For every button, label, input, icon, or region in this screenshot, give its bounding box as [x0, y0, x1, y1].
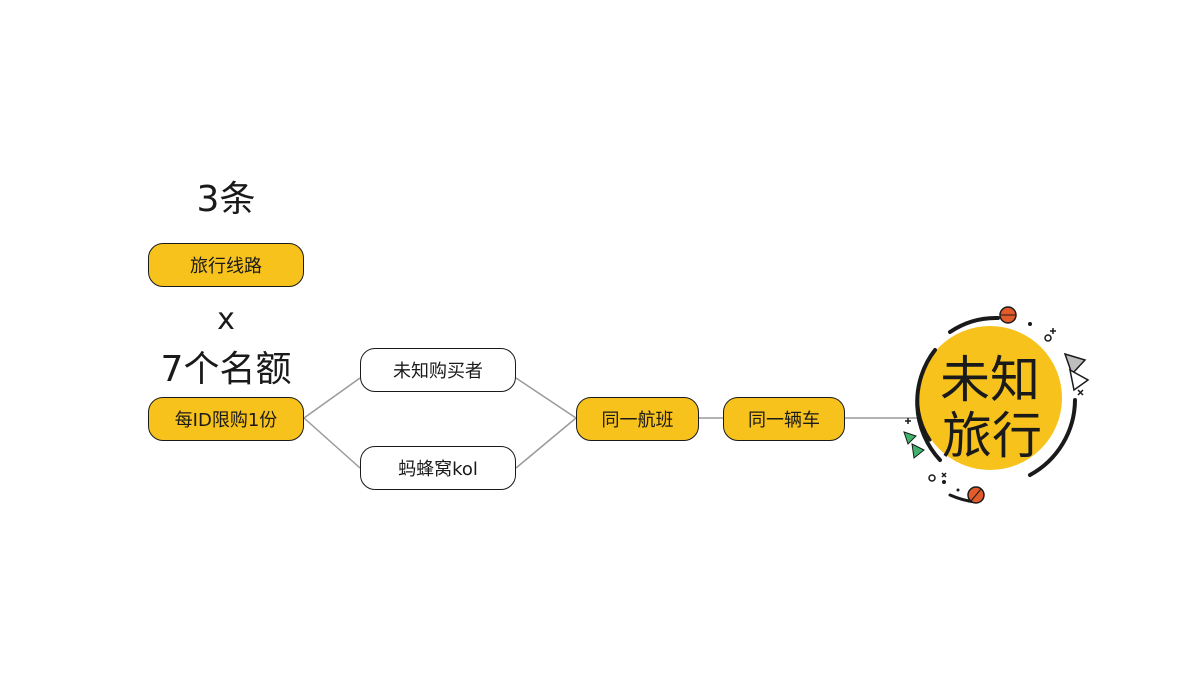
purchase-limit-node: 每ID限购1份	[148, 397, 304, 441]
route-count-text: 3条	[196, 179, 256, 220]
same-car-node: 同一辆车	[723, 397, 845, 441]
logo-plus-1	[1050, 328, 1056, 334]
logo-dot-4	[942, 480, 946, 484]
logo-text-line1: 未知	[940, 351, 1040, 409]
logo-dot-5	[956, 488, 960, 492]
logo-ball-bottom-line	[970, 488, 982, 502]
logo-dot-3	[928, 474, 936, 482]
logo-triangle-gray-2	[1068, 368, 1090, 392]
logo-dot-2	[1044, 334, 1052, 342]
connector-kol-to-flight	[515, 417, 577, 469]
connector-limit-to-buyer	[303, 377, 361, 419]
unknown-travel-logo: 未知 旅行	[903, 306, 1090, 504]
multiply-sign: x	[217, 302, 235, 337]
logo-outer-arc-right	[1028, 398, 1077, 477]
quota-text: 7个名额	[160, 349, 292, 390]
logo-text-line2: 旅行	[942, 407, 1042, 465]
connector-limit-to-kol	[303, 417, 361, 469]
logo-cross-1	[1077, 389, 1084, 396]
kol-node: 蚂蜂窝kol	[360, 446, 516, 490]
logo-inner-arc-left	[916, 378, 932, 442]
travel-routes-node: 旅行线路	[148, 243, 304, 287]
logo-triangle-green-2	[911, 443, 925, 459]
same-flight-node: 同一航班	[576, 397, 699, 441]
unknown-buyer-node: 未知购买者	[360, 348, 516, 392]
logo-yellow-disc	[918, 326, 1062, 470]
connector-buyer-to-flight	[515, 377, 577, 419]
logo-triangle-gray-1	[1063, 352, 1087, 376]
logo-dot-1	[1028, 322, 1032, 326]
logo-triangle-green-1	[903, 431, 917, 445]
logo-outer-arc-top	[948, 315, 1000, 334]
logo-cross-2	[941, 472, 947, 478]
logo-plus-2	[905, 418, 911, 424]
